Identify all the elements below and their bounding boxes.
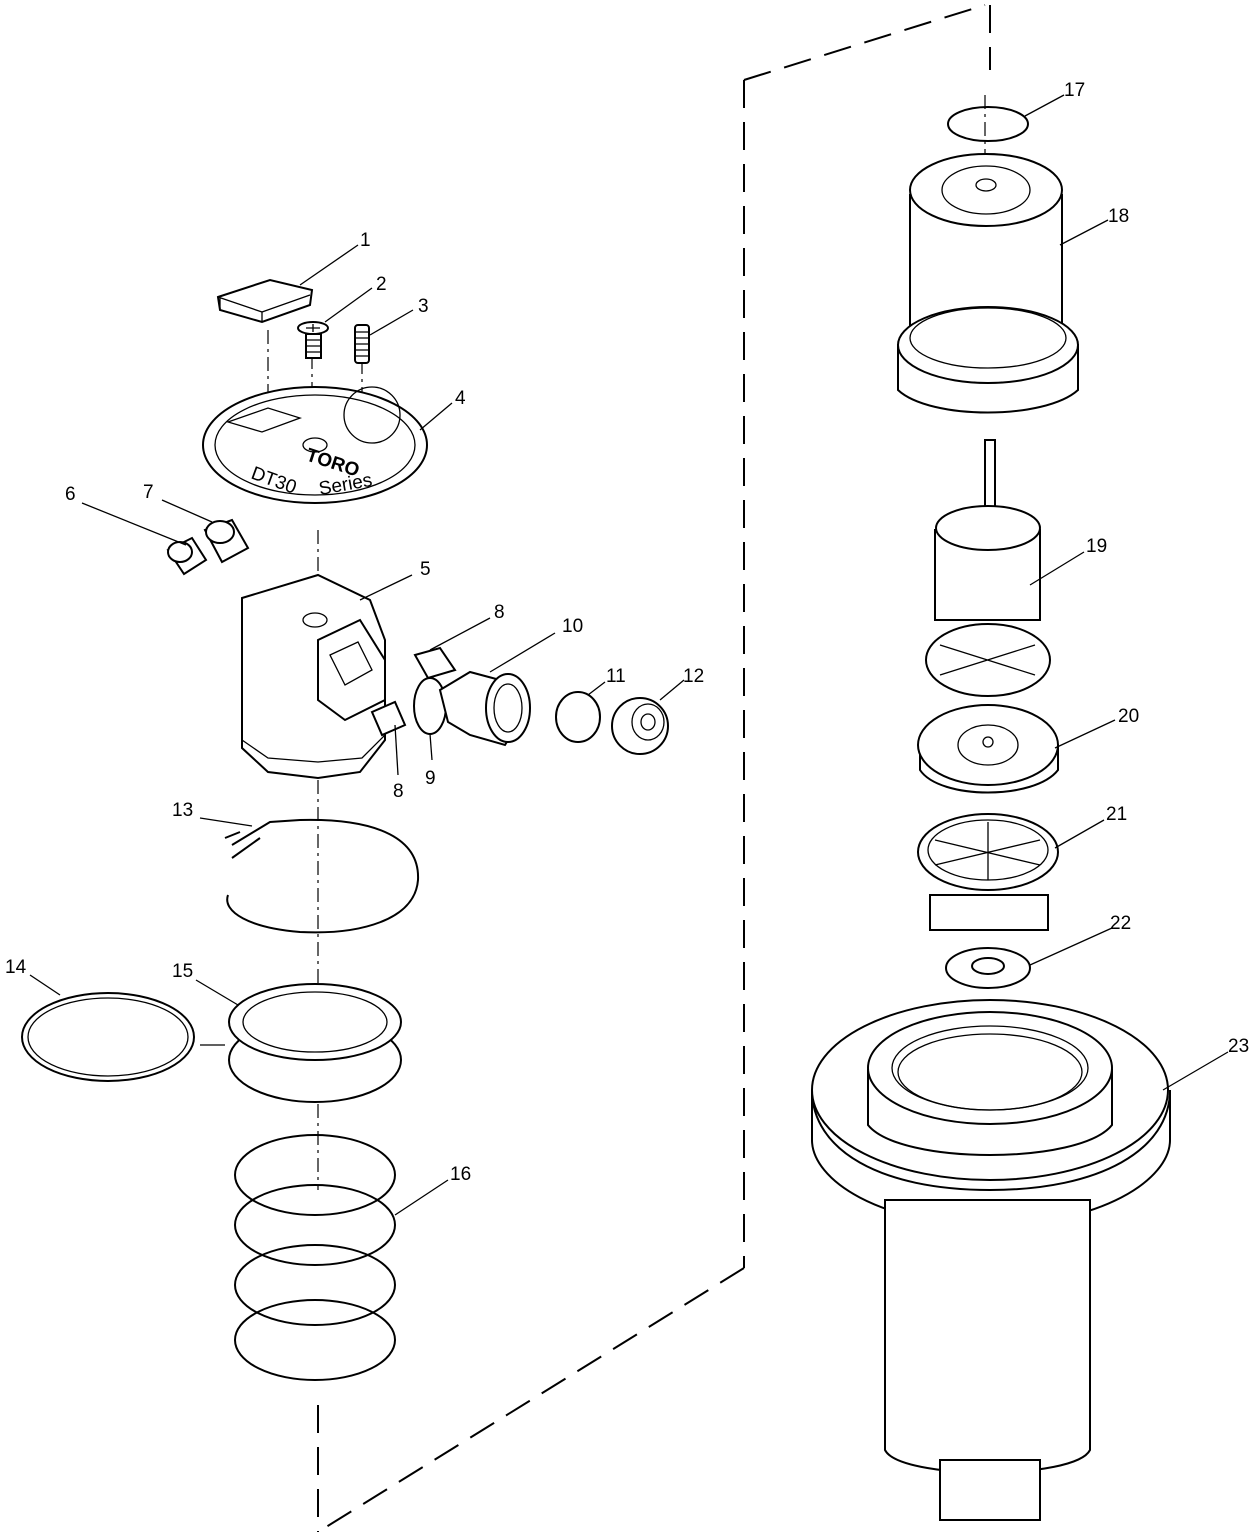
callout-18: 18 <box>1108 206 1129 227</box>
part-13-snap-ring <box>224 818 420 934</box>
callout-13: 13 <box>172 800 193 821</box>
callout-22: 22 <box>1110 913 1131 934</box>
part-1-cover <box>216 278 314 324</box>
part-5-housing <box>241 573 386 780</box>
part-21-screen <box>917 813 1059 931</box>
callout-5: 5 <box>420 559 431 580</box>
callout-1: 1 <box>360 230 371 251</box>
part-19-drive <box>925 439 1051 697</box>
callout-2: 2 <box>376 274 387 295</box>
callout-19: 19 <box>1086 536 1107 557</box>
callout-15: 15 <box>172 961 193 982</box>
part-8-fitting-upper <box>413 646 457 680</box>
part-2-screw <box>297 321 329 359</box>
part-16-spring <box>234 1134 396 1381</box>
part-6-nozzle <box>166 536 208 576</box>
callout-4: 4 <box>455 388 466 409</box>
callout-16: 16 <box>450 1164 471 1185</box>
part-14-oring-inner <box>27 997 189 1077</box>
callout-8-lower: 8 <box>393 781 404 802</box>
callout-3: 3 <box>418 296 429 317</box>
callout-10: 10 <box>562 616 583 637</box>
callout-numbers: 1 2 3 4 5 6 7 8 8 9 10 11 12 13 14 15 16… <box>5 80 1249 1185</box>
callout-8-upper: 8 <box>494 602 505 623</box>
part-17-oring <box>947 106 1029 142</box>
part-4-gear-plate: DT30 TORO Series <box>202 386 428 504</box>
callout-23: 23 <box>1228 1036 1249 1057</box>
callout-17: 17 <box>1064 80 1085 101</box>
part-15-ring <box>228 983 402 1103</box>
callout-6: 6 <box>65 484 76 505</box>
part-22-washer <box>945 947 1031 989</box>
callout-9: 9 <box>425 768 436 789</box>
part-9-oring <box>413 677 447 735</box>
part-8-fitting-lower <box>370 700 407 737</box>
part-18-cap <box>897 153 1079 414</box>
callout-7: 7 <box>143 482 154 503</box>
callout-14: 14 <box>5 957 27 978</box>
callout-11: 11 <box>606 666 626 687</box>
part-23-body <box>811 999 1171 1521</box>
callout-20: 20 <box>1118 706 1139 727</box>
separator-frame <box>317 4 991 1533</box>
callout-12: 12 <box>683 666 704 687</box>
callout-21: 21 <box>1106 804 1127 825</box>
part-20-stator <box>917 704 1059 794</box>
part-14-oring <box>21 992 195 1082</box>
part-12-plug <box>611 697 669 755</box>
part-10-elbow <box>438 670 531 747</box>
part-11-oring <box>555 691 601 743</box>
part-7-nozzle <box>203 518 250 564</box>
part-3-setscrew <box>354 324 370 364</box>
leader-lines <box>29 94 1229 1216</box>
